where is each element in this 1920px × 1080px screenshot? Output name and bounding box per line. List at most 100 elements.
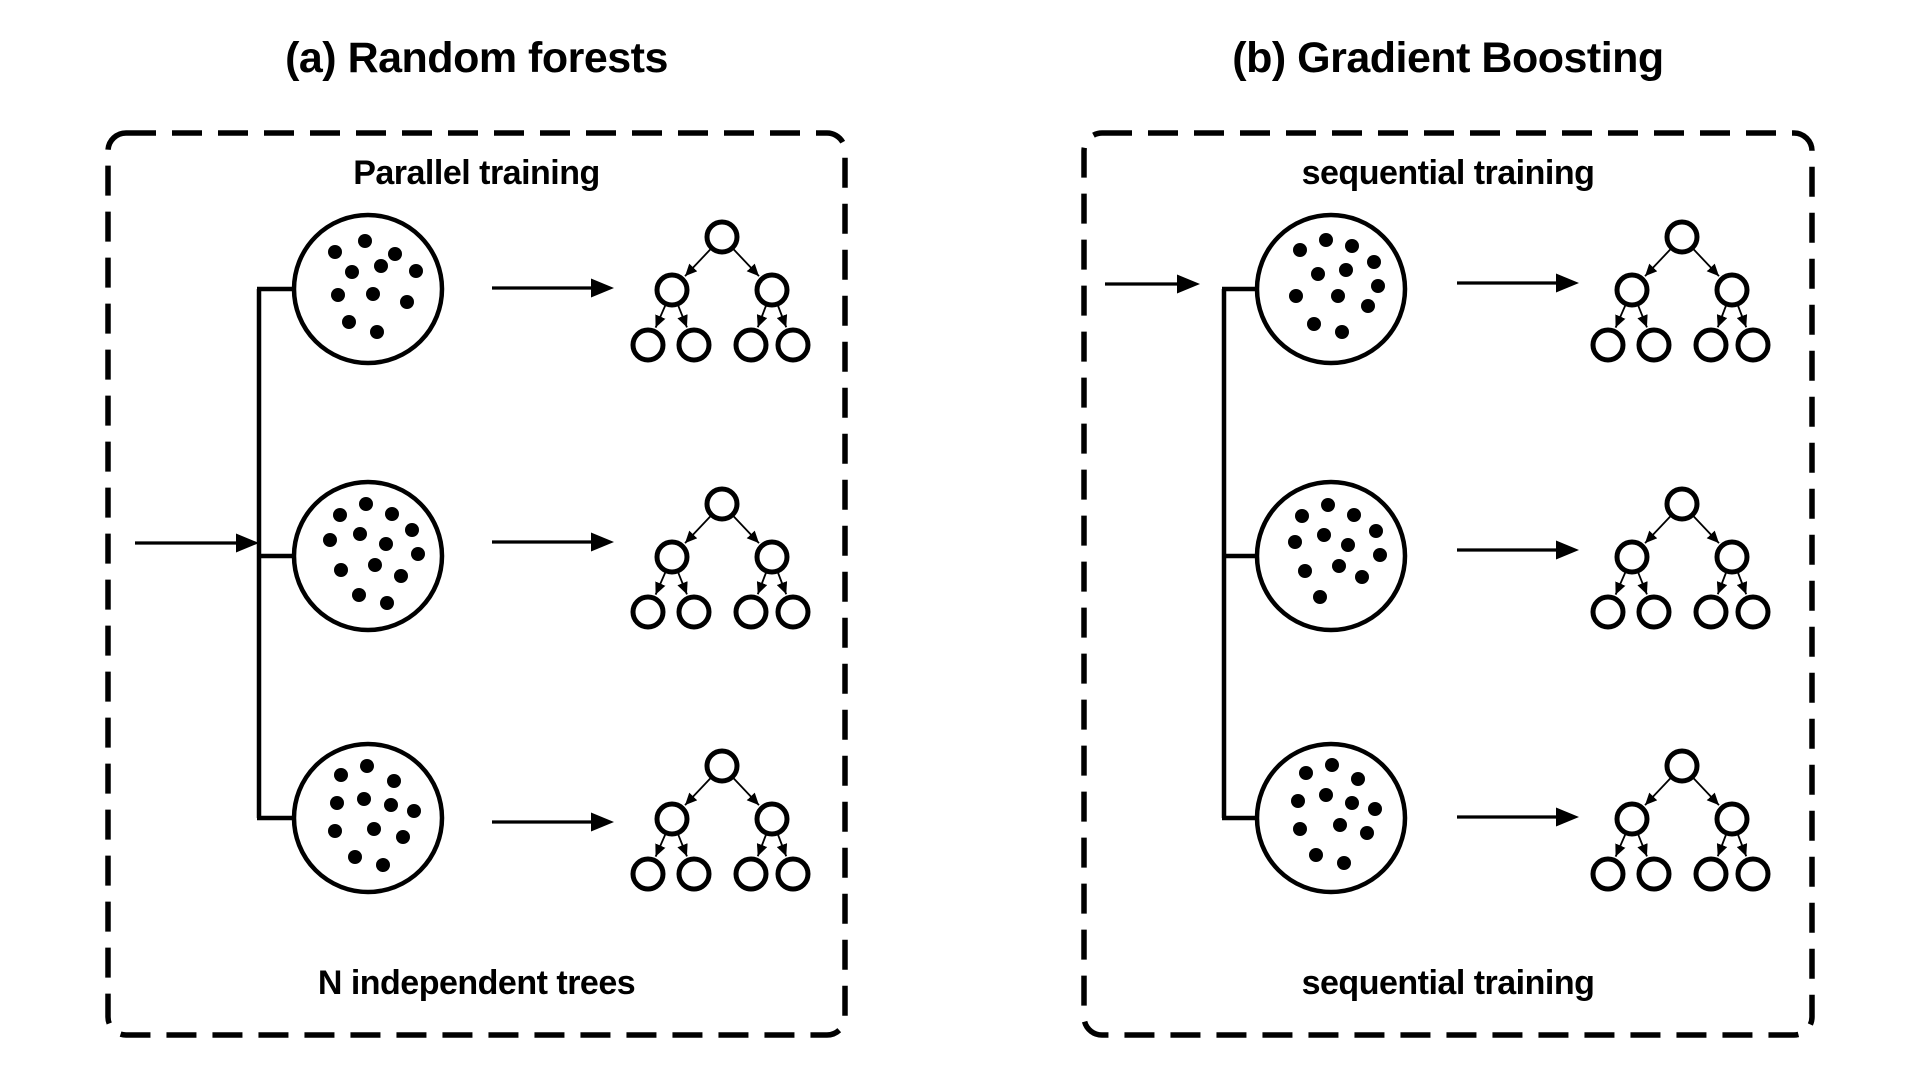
sample-dot <box>1332 559 1346 573</box>
sample-dot <box>367 822 381 836</box>
sample-dot <box>345 265 359 279</box>
tree-node <box>676 594 712 630</box>
sample-dot <box>1307 317 1321 331</box>
sample-dot <box>328 245 342 259</box>
tree-node <box>1735 327 1771 363</box>
train-arrow-head <box>591 532 614 552</box>
tree-node <box>1664 486 1700 522</box>
sample-dot <box>1298 564 1312 578</box>
tree-edge <box>654 305 667 328</box>
sample-dot <box>394 569 408 583</box>
sample-dot <box>352 588 366 602</box>
tree-node <box>704 219 740 255</box>
sample-dot <box>357 792 371 806</box>
tree-node <box>704 486 740 522</box>
tree-edge <box>1736 834 1748 857</box>
sample-dot <box>1347 508 1361 522</box>
tree-edge <box>1716 834 1728 857</box>
sample-dot <box>1299 766 1313 780</box>
sample-dot <box>384 798 398 812</box>
panel-a-top-label: Parallel training <box>353 154 600 192</box>
sample-dot <box>342 315 356 329</box>
tree-edge <box>733 515 760 544</box>
sample-dot <box>1293 822 1307 836</box>
tree-edge <box>684 777 711 806</box>
tree-node <box>1714 801 1750 837</box>
sample-dot <box>328 824 342 838</box>
bootstrap-sample-circle <box>291 741 445 895</box>
sample-dot <box>376 858 390 872</box>
panel-b-title: (b) Gradient Boosting <box>1232 34 1664 82</box>
tree-edge <box>677 834 688 857</box>
input-arrow-head <box>1177 274 1200 294</box>
tree-node <box>630 327 666 363</box>
tree-node <box>1735 594 1771 630</box>
sample-dot <box>1295 509 1309 523</box>
train-arrow-head <box>1556 807 1579 827</box>
tree-node <box>754 539 790 575</box>
tree-edge <box>1637 834 1648 857</box>
sample-dot <box>1341 538 1355 552</box>
bootstrap-sample-circle <box>1254 741 1408 895</box>
sample-dot <box>1293 243 1307 257</box>
tree-node <box>775 856 811 892</box>
tree-edge <box>1716 305 1728 328</box>
tree-edge <box>1693 515 1720 544</box>
tree-node <box>733 327 769 363</box>
sample-dot <box>360 759 374 773</box>
sample-dot <box>353 527 367 541</box>
tree-edge <box>1614 572 1627 595</box>
panel-a-bottom-label: N independent trees <box>317 964 636 1002</box>
tree-node <box>1590 856 1626 892</box>
panel-b-bottom-label: sequential training <box>1301 964 1595 1002</box>
sample-dot <box>1337 856 1351 870</box>
sample-dot <box>1345 239 1359 253</box>
tree-edge <box>733 248 760 277</box>
tree-node <box>654 539 690 575</box>
decision-tree <box>1590 486 1771 630</box>
sample-dot <box>359 497 373 511</box>
tree-edge <box>1693 248 1720 277</box>
sample-dot <box>405 523 419 537</box>
sample-dot <box>1355 570 1369 584</box>
decision-tree <box>1590 219 1771 363</box>
tree-edge <box>756 305 768 328</box>
tree-edge <box>776 305 788 328</box>
tree-node <box>1614 539 1650 575</box>
sample-dot <box>1288 535 1302 549</box>
sample-dot <box>1360 826 1374 840</box>
tree-edge <box>677 305 688 328</box>
sample-dot <box>1369 524 1383 538</box>
sample-dot <box>387 774 401 788</box>
sample-dot <box>370 325 384 339</box>
tree-node <box>676 856 712 892</box>
tree-edge <box>1693 777 1720 806</box>
sample-dot <box>1289 289 1303 303</box>
tree-edge <box>1644 248 1671 277</box>
sample-dot <box>1321 498 1335 512</box>
train-arrow-head <box>591 278 614 298</box>
sample-dot <box>323 533 337 547</box>
tree-node <box>704 748 740 784</box>
tree-node <box>733 594 769 630</box>
sample-dot <box>334 768 348 782</box>
tree-edge <box>1637 305 1648 328</box>
panel-b-dashed-box <box>1081 130 1815 1038</box>
sample-dot <box>1339 263 1353 277</box>
tree-node <box>1590 327 1626 363</box>
sample-dot <box>1367 255 1381 269</box>
sample-dot <box>1333 818 1347 832</box>
bootstrap-sample-circle <box>1254 479 1408 633</box>
sample-dot <box>1309 848 1323 862</box>
sample-dot <box>379 537 393 551</box>
decision-tree <box>630 748 811 892</box>
panel-a <box>105 130 848 1038</box>
tree-edge <box>733 777 760 806</box>
decision-tree <box>630 486 811 630</box>
tree-edge <box>684 248 711 277</box>
sample-dot <box>330 796 344 810</box>
train-arrow-head <box>591 812 614 832</box>
decision-tree <box>630 219 811 363</box>
panel-b <box>1081 130 1815 1038</box>
